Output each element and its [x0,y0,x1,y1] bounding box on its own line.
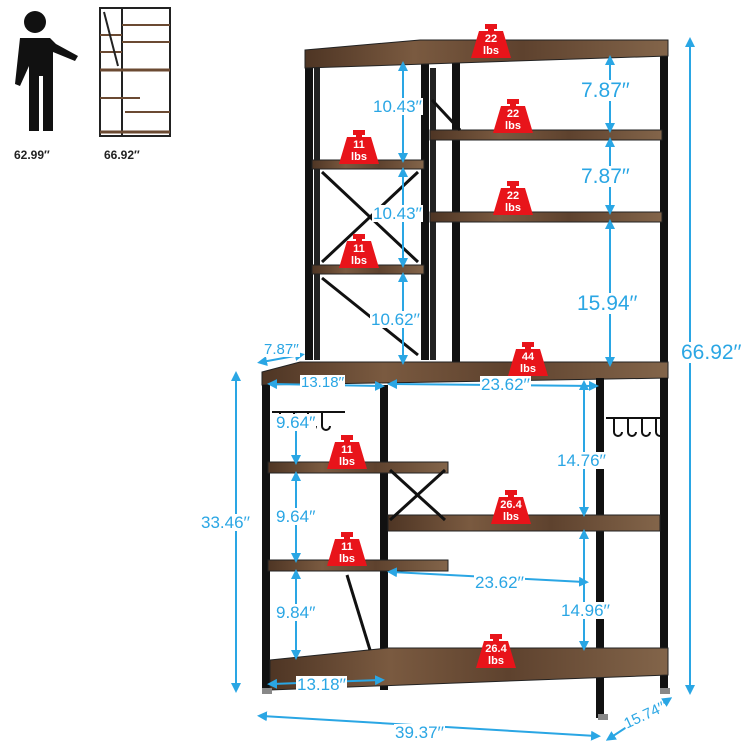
weight-unit: lbs [488,655,504,667]
dim-right-gap-2: 7.87′′ [580,165,631,188]
dim-right-gap-3: 15.94′′ [576,292,639,315]
person-height-label: 62.99′′ [14,148,50,162]
weight-icon [339,130,379,164]
dim-right-width-mid: 23.62′′ [474,573,525,592]
weight-unit: lbs [520,363,536,375]
dim-top-shelf-gap-3: 10.62′′ [370,310,421,329]
weight-unit: lbs [503,511,519,523]
person-icon [15,11,78,131]
weight-value: 22 [484,33,498,45]
weight-icon [493,181,533,215]
weight-value: 11 [353,243,365,255]
dim-base-height: 33.46′′ [200,513,251,532]
dim-right-gap-1: 7.87′′ [580,79,631,102]
dim-right-lower-gap-2: 14.96′′ [560,601,611,620]
dim-left-width-bottom: 13.18′′ [296,675,347,694]
weight-value: 11 [353,139,365,151]
weight-icon [491,490,531,524]
dim-lower-gap-1: 9.64′′ [275,507,317,526]
weight-icon [508,342,548,376]
weight-icon [493,99,533,133]
dim-left-width-top: 13.18′′ [300,374,346,391]
dim-hook-gap: 9.64′′ [275,413,317,432]
weight-unit: lbs [505,120,521,132]
weight-icon [339,234,379,268]
weight-value: 26.4 [500,499,522,511]
weight-value: 22 [506,108,520,120]
weight-value: 22 [506,190,520,202]
dim-total-height: 66.92′′ [680,341,743,364]
dim-top-shelf-gap-1: 10.43′′ [372,97,423,116]
weight-unit: lbs [483,45,499,57]
weight-value: 11 [341,541,353,553]
weight-unit: lbs [339,553,355,565]
weight-icon [476,634,516,668]
dim-right-width-top: 23.62′′ [480,375,531,394]
shelf-thumbnail-icon [99,7,171,137]
weight-unit: lbs [505,202,521,214]
dim-right-lower-gap-1: 14.76′′ [556,451,607,470]
dim-top-shelf-gap-2: 10.43′′ [372,204,423,223]
hook-rail-right [606,417,665,437]
weight-value: 26.4 [485,643,507,655]
weight-icon [471,24,511,58]
dim-hutch-depth: 7.87′′ [263,341,300,358]
dim-total-width: 39.37′′ [394,723,445,742]
weight-unit: lbs [351,151,367,163]
dim-lower-gap-2: 9.84′′ [275,603,317,622]
weight-icon [327,532,367,566]
weight-unit: lbs [339,456,355,468]
weight-value: 11 [341,444,353,456]
weight-icon [327,435,367,469]
weight-value: 44 [521,351,535,363]
weight-unit: lbs [351,255,367,267]
shelf-height-label: 66.92′′ [104,148,140,162]
